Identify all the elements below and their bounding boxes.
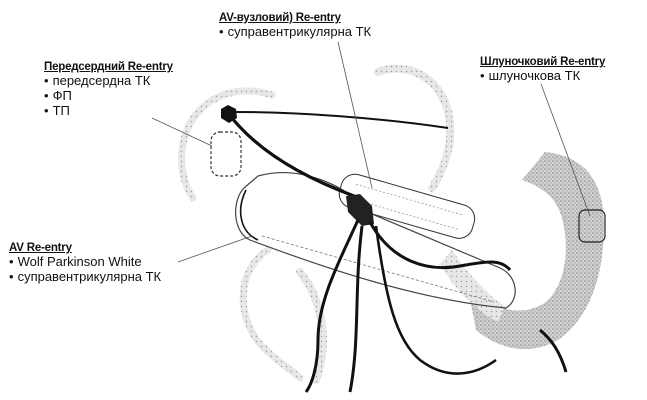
atrial-label: Передсердний Re-entry •передсердна ТК •Ф… bbox=[44, 61, 173, 119]
av-reentry-label: AV Re-entry •Wolf Parkinson White •супра… bbox=[9, 242, 161, 285]
bullet-icon: • bbox=[44, 88, 49, 103]
internodal-pathway bbox=[232, 118, 354, 196]
left-ventricle-arc bbox=[243, 250, 300, 378]
bullet-icon: • bbox=[9, 254, 14, 269]
bullet-icon: • bbox=[44, 103, 49, 118]
atrial-item: •ФП bbox=[44, 89, 173, 104]
av-reentry-item: •суправентрикулярна ТК bbox=[9, 270, 161, 285]
av-nodal-item: •суправентрикулярна ТК bbox=[219, 25, 371, 40]
atrial-item: •ТП bbox=[44, 104, 173, 119]
av-nodal-label: AV-вузловий) Re-entry •суправентрикулярн… bbox=[219, 12, 371, 40]
bullet-icon: • bbox=[219, 24, 224, 39]
ventricular-item: •шлуночкова ТК bbox=[480, 69, 605, 84]
bullet-icon: • bbox=[44, 73, 49, 88]
av-nodal-leader bbox=[338, 42, 372, 188]
bullet-icon: • bbox=[480, 68, 485, 83]
atrial-reentry-loop bbox=[211, 132, 241, 176]
interatrial-bundle bbox=[234, 112, 448, 128]
atrial-item: •передсердна ТК bbox=[44, 74, 173, 89]
bullet-icon: • bbox=[9, 269, 14, 284]
av-reentry-item: •Wolf Parkinson White bbox=[9, 255, 161, 270]
ventricular-band bbox=[468, 152, 604, 349]
accessory-fiber bbox=[241, 190, 258, 240]
av-reentry-leader bbox=[178, 236, 252, 262]
ventricular-label: Шлуночковий Re-entry •шлуночкова ТК bbox=[480, 56, 605, 84]
right-atrium-arc bbox=[378, 69, 450, 188]
left-bundle-fibers bbox=[350, 226, 362, 392]
